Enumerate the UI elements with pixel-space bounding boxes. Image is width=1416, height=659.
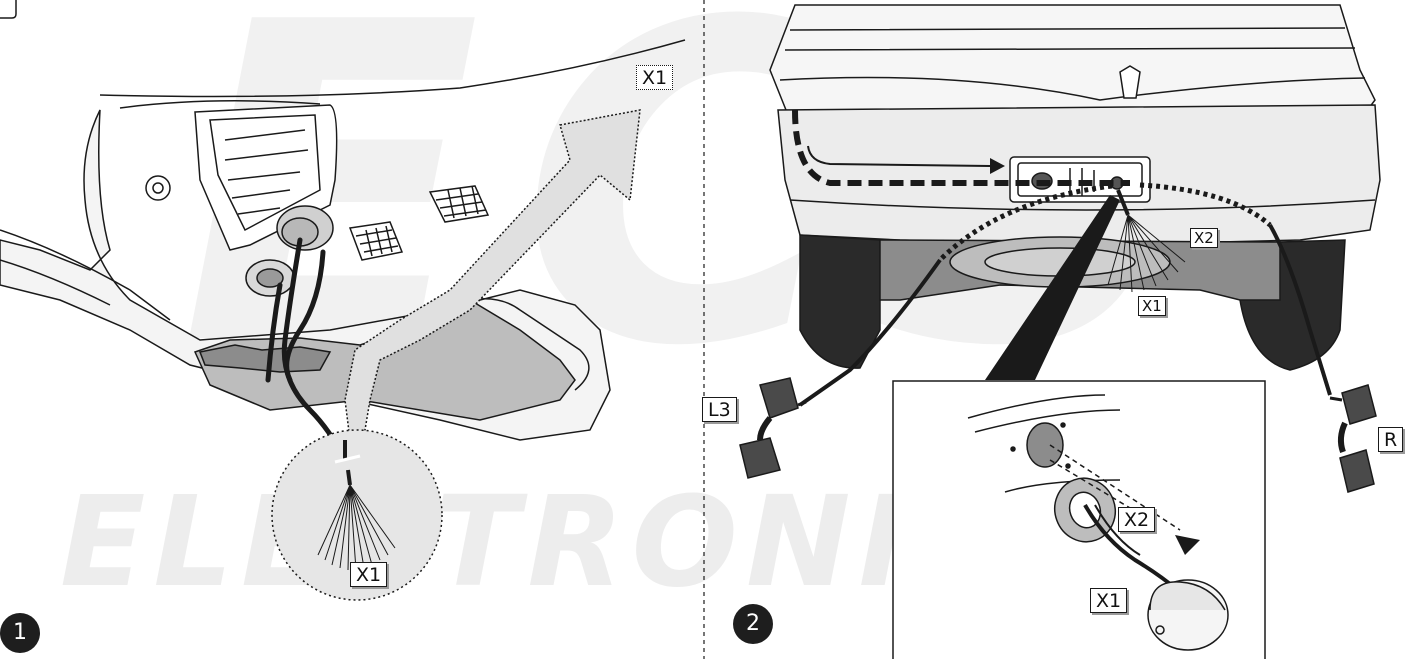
inset-arrow [1175,535,1200,555]
corner-bracket [0,0,17,19]
connector-r [1329,384,1377,493]
label-x1-rear: X1 [1138,296,1166,316]
panel-1-drawing [0,0,686,601]
vent-grille-right [428,185,490,223]
route-dashed-thick [792,109,1130,186]
label-x1-top: X1 [636,65,674,90]
label-x1-inset: X1 [1090,588,1128,613]
cable-bundle [265,237,348,463]
inset-drawing [967,394,1229,651]
route-arrow-head [990,158,1005,174]
label-x2-rear: X2 [1190,228,1218,248]
underbody-plate [193,299,576,421]
label-r: R [1378,427,1404,452]
vent-grille-left [348,221,404,261]
label-x1-bottom: X1 [350,562,388,587]
step-number-1: 1 [0,613,40,653]
magnifier-circle [271,429,443,601]
wire-fan-x1-rear [1107,214,1186,293]
route-dotted-right [1139,182,1272,227]
bumper-outline [99,39,686,98]
socket-plate [245,205,334,297]
bolt [145,175,171,201]
zoom-wedge [985,195,1120,380]
connector-l3 [739,377,807,479]
cable-right [1268,224,1332,396]
route-dotted-left [938,183,1113,262]
wire-fan-x1 [317,484,396,571]
step-number-2: 2 [733,604,773,644]
panel-2-drawing [739,4,1381,659]
plate-recess [1009,156,1151,203]
label-x2-inset: X2 [1118,507,1156,532]
route-arrow [344,109,641,442]
label-l3: L3 [702,397,737,422]
